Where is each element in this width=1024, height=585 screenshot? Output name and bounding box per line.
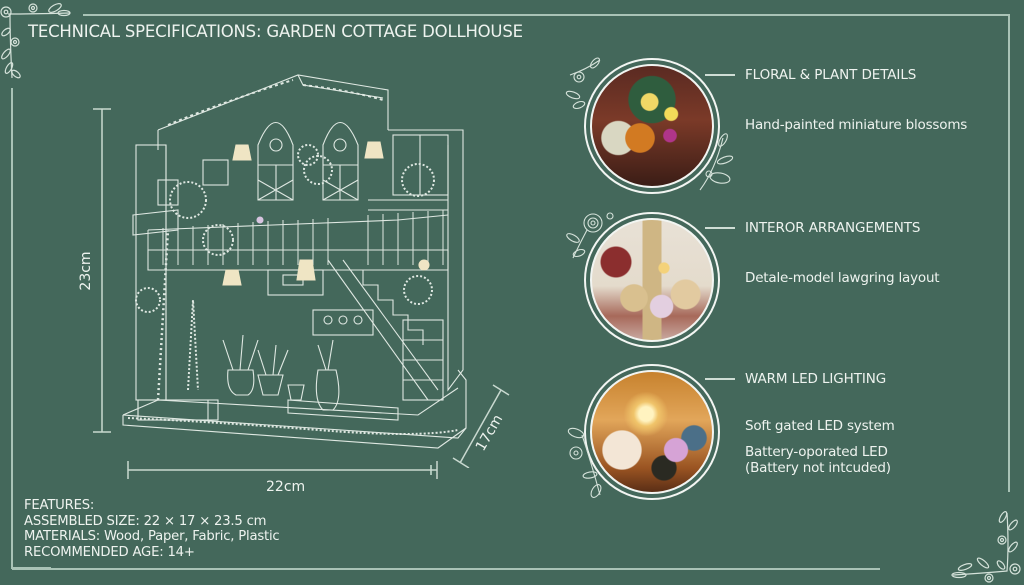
callout-led: WARM LED LIGHTING Soft gated LED system … bbox=[745, 371, 1005, 476]
floral-detail-photo bbox=[584, 58, 720, 194]
width-dimension-line bbox=[127, 460, 439, 480]
interior-rose-icon bbox=[565, 208, 615, 263]
corner-vine-top-left-icon bbox=[0, 0, 75, 80]
callout-interior-title: INTEROR ARRANGEMENTS bbox=[745, 220, 921, 236]
callout-led-battery-note: (Battery not intcuded) bbox=[745, 460, 891, 476]
recommended-age-spec: RECOMMENDED AGE: 14+ bbox=[24, 544, 195, 560]
frame-right-line bbox=[1008, 14, 1010, 492]
dollhouse-line-illustration bbox=[118, 70, 478, 450]
callout-interior: INTEROR ARRANGEMENTS Detale-model lawgri… bbox=[745, 220, 1005, 286]
floral-leaf-icon bbox=[565, 55, 605, 115]
callout-led-title: WARM LED LIGHTING bbox=[745, 371, 887, 387]
materials-spec: MATERIALS: Wood, Paper, Fabric, Plastic bbox=[24, 529, 280, 544]
features-heading: FEATURES: bbox=[24, 498, 95, 513]
led-connector-line bbox=[705, 378, 735, 380]
features-box-bottom bbox=[12, 568, 432, 570]
floral-leaf-icon-right bbox=[695, 130, 740, 195]
interior-connector-line bbox=[705, 227, 735, 229]
interior-arrangement-photo bbox=[584, 212, 720, 348]
led-lighting-photo bbox=[584, 364, 720, 500]
floral-connector-line bbox=[705, 74, 735, 76]
height-dimension-label: 23cm bbox=[78, 251, 94, 291]
page-title: TECHNICAL SPECIFICATIONS: GARDEN COTTAGE… bbox=[28, 22, 523, 41]
frame-top-line bbox=[83, 14, 1009, 16]
callout-floral-description: Hand-painted miniature blossoms bbox=[745, 117, 968, 133]
callout-floral: FLORAL & PLANT DETAILS Hand-painted mini… bbox=[745, 67, 1005, 133]
callout-led-description: Soft gated LED system bbox=[745, 418, 895, 434]
corner-vine-bottom-right-icon bbox=[945, 505, 1024, 585]
frame-left-line bbox=[11, 88, 13, 568]
assembled-size-spec: ASSEMBLED SIZE: 22 × 17 × 23.5 cm bbox=[24, 513, 267, 529]
width-dimension-label: 22cm bbox=[266, 479, 306, 495]
led-leaf-icon bbox=[562, 425, 602, 500]
height-dimension-line bbox=[92, 108, 112, 434]
callout-floral-title: FLORAL & PLANT DETAILS bbox=[745, 67, 917, 83]
callout-interior-description: Detale-model lawgring layout bbox=[745, 270, 940, 286]
frame-bottom-right-line bbox=[380, 568, 880, 570]
depth-dimension-line bbox=[445, 383, 515, 468]
callout-led-battery-line: Battery-oporated LED bbox=[745, 444, 888, 460]
features-list: FEATURES: ASSEMBLED SIZE: 22 × 17 × 23.5… bbox=[24, 498, 280, 560]
